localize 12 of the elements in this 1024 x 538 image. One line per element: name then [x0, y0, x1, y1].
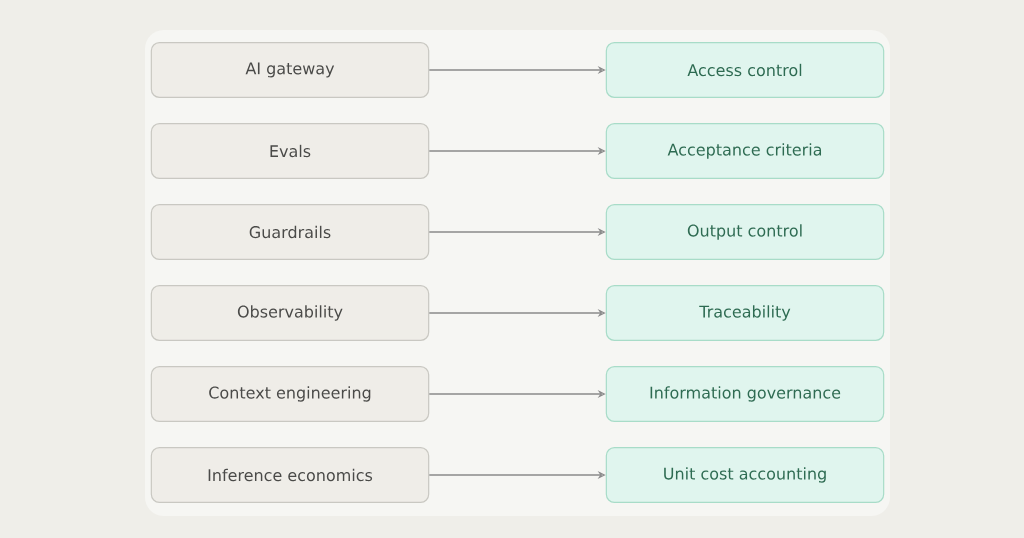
target-box: Output control: [605, 204, 885, 260]
source-box: Guardrails: [150, 204, 430, 260]
target-box: Traceability: [605, 285, 885, 341]
source-box: Observability: [150, 285, 430, 341]
target-box: Acceptance criteria: [605, 123, 885, 179]
source-box: Inference economics: [150, 447, 430, 503]
target-box: Unit cost accounting: [605, 447, 885, 503]
source-box: Evals: [150, 123, 430, 179]
source-box: AI gateway: [150, 42, 430, 98]
target-box: Access control: [605, 42, 885, 98]
target-box: Information governance: [605, 366, 885, 422]
source-box: Context engineering: [150, 366, 430, 422]
